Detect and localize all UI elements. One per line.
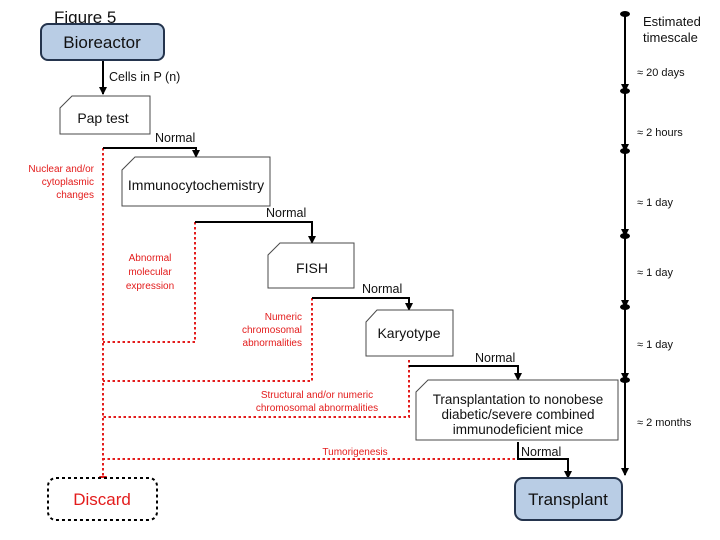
normal-paths xyxy=(99,60,572,479)
transplantation-to-transplant-arrow xyxy=(517,442,572,479)
discard-label: Discard xyxy=(73,490,131,509)
immuno-to-fish-arrow xyxy=(195,221,316,244)
red-label-tumorigenesis: Tumorigenesis xyxy=(322,447,387,458)
pap-to-immuno-arrow xyxy=(103,147,200,158)
timeline-tick-4 xyxy=(620,304,630,310)
svg-text:Nuclear and/or: Nuclear and/or xyxy=(28,164,94,175)
svg-text:chromosomal: chromosomal xyxy=(242,325,302,336)
svg-text:Numeric: Numeric xyxy=(265,312,302,323)
fish-to-karyotype-arrow xyxy=(312,297,413,311)
normal-label-3: Normal xyxy=(362,282,402,296)
svg-text:expression: expression xyxy=(126,281,174,292)
node-transplant: Transplant xyxy=(514,477,623,521)
red-label-numeric-abnormalities: Numeric chromosomal abnormalities xyxy=(242,312,302,349)
timescale-interval-2: ≈ 2 hours xyxy=(637,127,683,139)
reject-line-karyotype xyxy=(103,360,410,418)
karyotype-label: Karyotype xyxy=(377,325,440,341)
timescale-header-line1: Estimated xyxy=(643,14,701,29)
transplantation-label-line2: diabetic/severe combined xyxy=(441,407,594,422)
bioreactor-label: Bioreactor xyxy=(63,33,141,52)
cells-in-p-label: Cells in P (n) xyxy=(109,70,180,84)
svg-text:changes: changes xyxy=(56,190,94,201)
karyotype-box xyxy=(365,309,454,357)
reject-line-immunocytochemistry xyxy=(103,222,196,343)
normal-label-2: Normal xyxy=(266,206,306,220)
transplantation-label-line1: Transplantation to nonobese xyxy=(433,392,604,407)
transplant-label: Transplant xyxy=(528,490,608,509)
pap-test-box xyxy=(59,95,151,135)
timeline-tick-0 xyxy=(620,11,630,17)
normal-label-1: Normal xyxy=(155,131,195,145)
pap-test-label: Pap test xyxy=(77,110,128,126)
svg-text:cytoplasmic: cytoplasmic xyxy=(42,177,94,188)
timeline-tick-2 xyxy=(620,148,630,154)
karyotype-to-transplantation-arrow xyxy=(409,365,522,381)
node-transplantation: Transplantation to nonobese diabetic/sev… xyxy=(415,379,619,441)
fish-label: FISH xyxy=(296,260,328,276)
timescale: Estimated timescale ≈ 20 days ≈ 2 hours … xyxy=(620,11,701,476)
transplantation-box xyxy=(415,379,619,441)
timescale-interval-4: ≈ 1 day xyxy=(637,267,674,279)
immunocytochemistry-box xyxy=(121,156,271,207)
timescale-header-line2: timescale xyxy=(643,30,698,45)
transplant-box xyxy=(514,477,623,521)
discard-box xyxy=(47,477,158,521)
svg-text:abnormalities: abnormalities xyxy=(243,338,302,349)
node-pap-test: Pap test xyxy=(59,95,151,135)
timeline-tick-5 xyxy=(620,377,630,383)
fish-box xyxy=(267,242,355,289)
timeline-tick-1 xyxy=(620,88,630,94)
red-label-nuclear: Nuclear and/or cytoplasmic changes xyxy=(28,164,94,201)
timescale-interval-3: ≈ 1 day xyxy=(637,197,674,209)
immunocytochemistry-label: Immunocytochemistry xyxy=(128,177,264,193)
node-karyotype: Karyotype xyxy=(365,309,454,357)
transplantation-label-line3: immunodeficient mice xyxy=(453,422,584,437)
timescale-interval-5: ≈ 1 day xyxy=(637,339,674,351)
timescale-interval-1: ≈ 20 days xyxy=(637,67,685,79)
figure-label: Figure 5 xyxy=(54,8,116,27)
svg-text:molecular: molecular xyxy=(128,267,172,278)
node-immunocytochemistry: Immunocytochemistry xyxy=(121,156,271,207)
node-bioreactor: Bioreactor xyxy=(40,23,165,61)
red-label-abnormal-expression: Abnormal molecular expression xyxy=(126,253,174,292)
red-label-structural-abnormalities: Structural and/or numeric chromosomal ab… xyxy=(256,390,378,414)
reject-line-tumorigenesis xyxy=(103,442,519,460)
svg-text:chromosomal abnormalities: chromosomal abnormalities xyxy=(256,403,378,414)
timescale-interval-6: ≈ 2 months xyxy=(637,417,692,429)
svg-text:Structural and/or numeric: Structural and/or numeric xyxy=(261,390,373,401)
reject-line-fish xyxy=(103,298,313,382)
node-fish: FISH xyxy=(267,242,355,289)
svg-text:Abnormal: Abnormal xyxy=(129,253,172,264)
bioreactor-box xyxy=(40,23,165,61)
normal-label-4: Normal xyxy=(475,351,515,365)
node-discard: Discard xyxy=(47,477,158,521)
normal-label-5: Normal xyxy=(521,445,561,459)
timeline-tick-3 xyxy=(620,233,630,239)
